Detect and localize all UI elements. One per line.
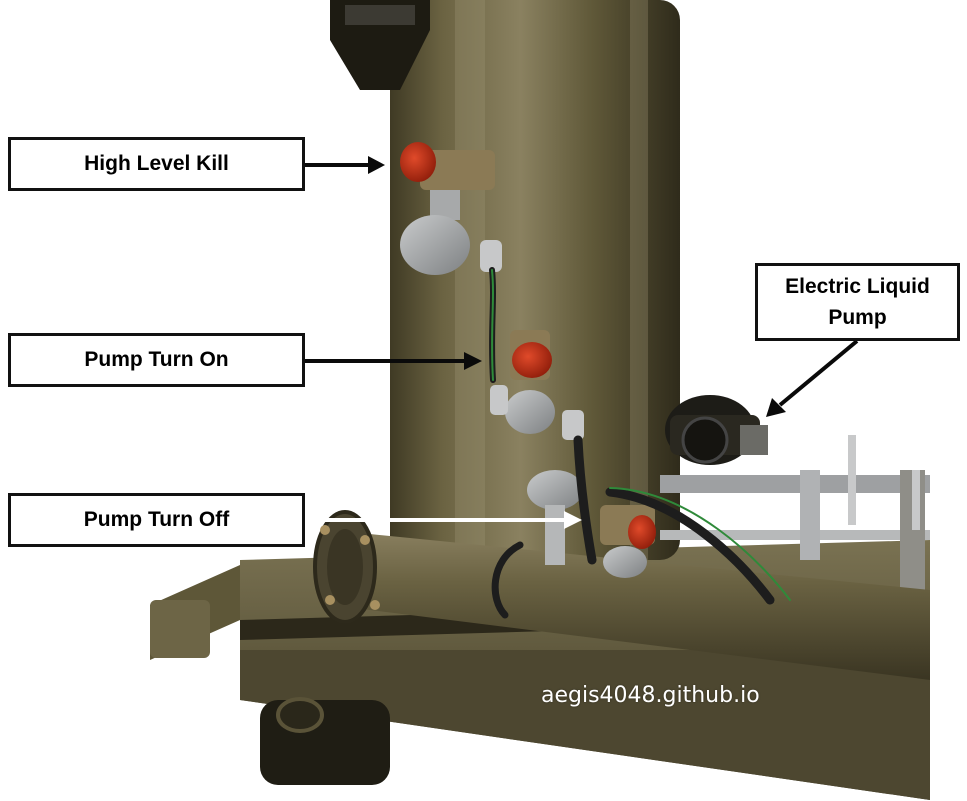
- high-level-kill-switch: [400, 142, 502, 275]
- arrow-pump-turn-off: [305, 511, 582, 529]
- callout-pump-turn-on-text: Pump Turn On: [84, 348, 229, 372]
- vessel: [330, 0, 680, 560]
- arrow-electric-liquid-pump: [766, 339, 859, 417]
- arrow-high-level-kill: [305, 156, 385, 174]
- callout-pump-turn-off-text: Pump Turn Off: [83, 508, 230, 532]
- cables: [489, 267, 791, 619]
- header-pipe: [313, 510, 930, 680]
- callout-high-level-kill-text: High Level Kill: [84, 152, 229, 176]
- callout-pump-turn-off: Pump Turn Off: [8, 493, 305, 547]
- callout-high-level-kill: High Level Kill: [8, 137, 305, 191]
- callout-electric-liquid-pump: Electric Liquid Pump: [755, 263, 960, 341]
- watermark-text: aegis4048.github.io: [541, 683, 760, 708]
- arrow-pump-turn-on: [305, 352, 482, 370]
- callout-electric-liquid-pump-text: Electric Liquid Pump: [785, 274, 930, 330]
- pump-turn-on-switch: [490, 330, 584, 440]
- callout-pump-turn-on: Pump Turn On: [8, 333, 305, 387]
- electric-pump: [665, 395, 768, 465]
- pump-turn-off-switch: [527, 470, 656, 578]
